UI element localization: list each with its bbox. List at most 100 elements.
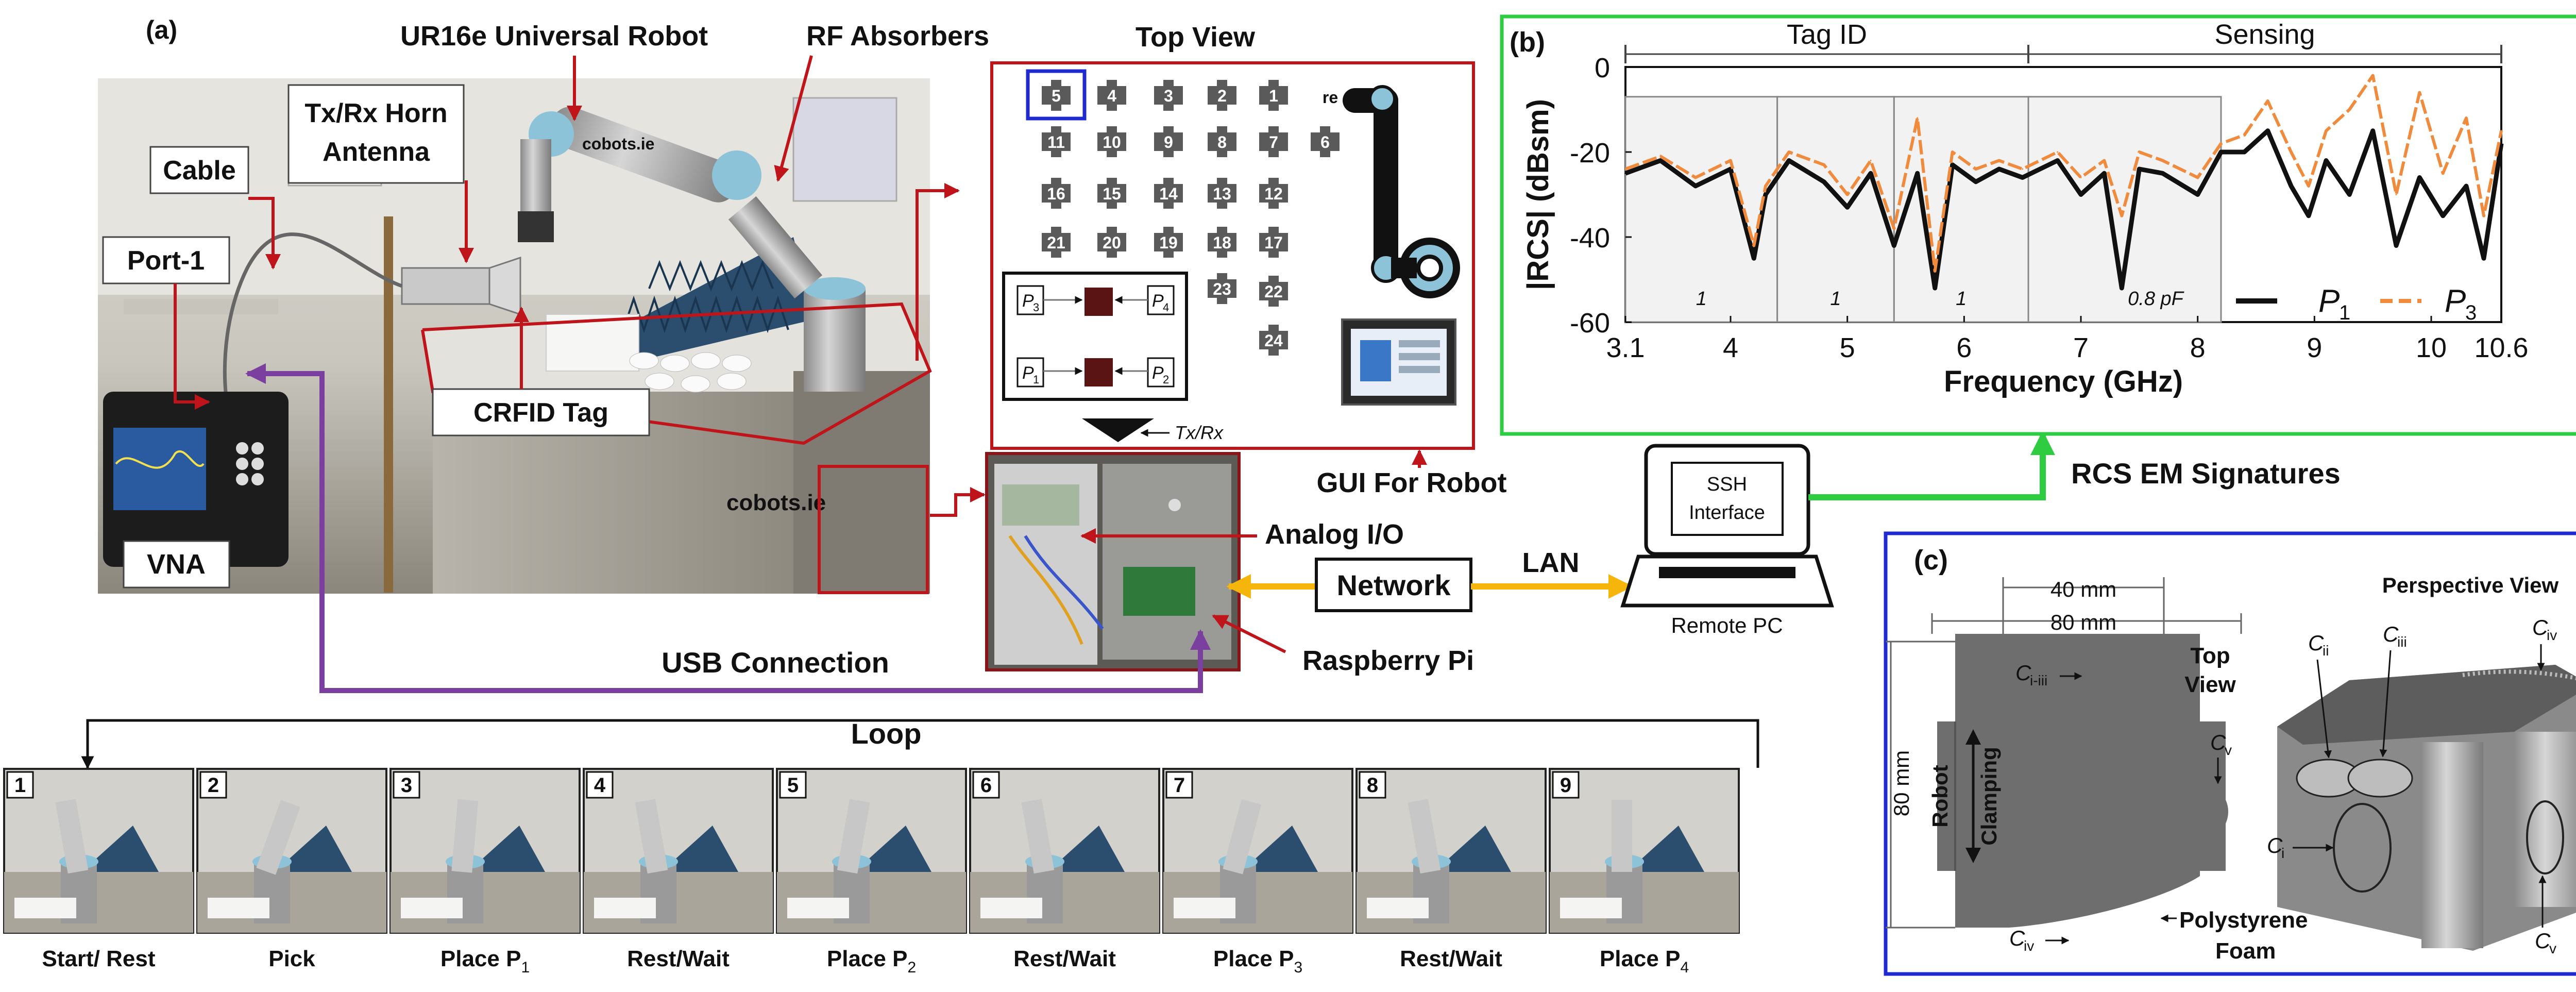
position-marker-18 bbox=[1208, 227, 1236, 258]
cobots-logo-cabinet: cobots.ie bbox=[726, 490, 826, 515]
x-tick-7: 7 bbox=[2073, 332, 2089, 363]
position-label-14: 14 bbox=[1159, 184, 1178, 203]
point-p1-25 bbox=[2243, 151, 2245, 153]
point-p1-10 bbox=[1893, 245, 1895, 246]
label-ur16e: UR16e Universal Robot bbox=[400, 21, 708, 52]
raspberry-pi-board bbox=[1123, 567, 1195, 616]
point-p1-12 bbox=[1934, 287, 1936, 289]
chart-series bbox=[1624, 74, 2504, 291]
point-p3-18 bbox=[2080, 177, 2082, 178]
position-marker-19 bbox=[1154, 227, 1183, 258]
inset-p2: P bbox=[1152, 363, 1164, 383]
point-p3-21 bbox=[2138, 151, 2140, 153]
point-p1-17 bbox=[2057, 160, 2059, 161]
point-p1-37 bbox=[2500, 143, 2502, 144]
inset-p1: P bbox=[1022, 363, 1034, 383]
point-p1-8 bbox=[1846, 206, 1849, 208]
point-p3-20 bbox=[2121, 215, 2123, 217]
legend-p3-sub: 3 bbox=[2465, 301, 2477, 324]
point-p1-27 bbox=[2290, 185, 2292, 187]
ssh-line-2: Interface bbox=[1689, 502, 1765, 524]
x-axis-label: Frequency (GHz) bbox=[1944, 365, 2183, 398]
frame-number-box bbox=[1165, 771, 1193, 799]
point-p3-31 bbox=[2372, 75, 2374, 76]
clamp-label-2: Clamping bbox=[1977, 747, 2001, 845]
frame-number-8: 8 bbox=[1367, 774, 1378, 797]
position-label-1: 1 bbox=[1269, 87, 1278, 105]
point-p3-34 bbox=[2442, 172, 2444, 174]
point-p1-6 bbox=[1788, 160, 1790, 161]
label-horn-1: Tx/Rx Horn bbox=[304, 98, 447, 128]
position-marker-11 bbox=[1042, 126, 1071, 157]
position-marker-17 bbox=[1259, 227, 1288, 258]
point-p1-1 bbox=[1659, 160, 1662, 161]
x-tick-5: 5 bbox=[1840, 332, 1855, 363]
point-p1-13 bbox=[1952, 164, 1954, 166]
position-label-22: 22 bbox=[1264, 282, 1283, 301]
position-marker-6 bbox=[1311, 126, 1340, 157]
top-label-1: Top bbox=[2190, 643, 2230, 668]
frame-number-1: 1 bbox=[14, 774, 26, 797]
network-box bbox=[1315, 558, 1472, 612]
frame-number-7: 7 bbox=[1174, 774, 1185, 797]
point-p1-2 bbox=[1694, 185, 1697, 187]
frame-caption-sub-5: 2 bbox=[907, 959, 916, 976]
point-p3-7 bbox=[1823, 164, 1825, 166]
legend-p1: P bbox=[2318, 283, 2340, 319]
frame-caption-2: Pick bbox=[268, 946, 315, 971]
position-label-12: 12 bbox=[1264, 184, 1283, 203]
frame-caption-8: Rest/Wait bbox=[1400, 946, 1502, 971]
antenna-triangle bbox=[1082, 418, 1154, 442]
point-p1-36 bbox=[2483, 257, 2485, 259]
point-p1-33 bbox=[2418, 177, 2420, 178]
point-p1-19 bbox=[2103, 172, 2105, 174]
resonator-box-4 bbox=[2027, 96, 2222, 323]
point-p3-13 bbox=[1952, 151, 1954, 153]
point-p1-15 bbox=[1998, 168, 2000, 170]
label-rcs-signatures: RCS EM Signatures bbox=[2071, 457, 2341, 490]
y-tick--20: -20 bbox=[1570, 138, 1610, 169]
foam-label-1: Polystyrene bbox=[2179, 907, 2308, 933]
x-tick-4: 4 bbox=[1723, 332, 1738, 363]
frame-caption-4: Rest/Wait bbox=[627, 946, 730, 971]
x-tick-10.6: 10.6 bbox=[2474, 332, 2528, 363]
point-p3-3 bbox=[1730, 160, 1732, 161]
robot-top-icon bbox=[1343, 85, 1460, 298]
legend-p1-sub: 1 bbox=[2339, 301, 2350, 324]
x-tick-8: 8 bbox=[2190, 332, 2206, 363]
position-label-4: 4 bbox=[1107, 87, 1116, 105]
cobots-logo-arm: cobots.ie bbox=[582, 134, 654, 153]
position-marker-12 bbox=[1259, 178, 1288, 209]
resonator-box-3 bbox=[1893, 96, 2029, 323]
c-iv-top: C bbox=[2009, 926, 2025, 950]
position-marker-4 bbox=[1097, 80, 1126, 111]
label-crfid-tag: CRFID Tag bbox=[473, 398, 608, 428]
position-label-24: 24 bbox=[1264, 331, 1283, 350]
position-marker-7 bbox=[1259, 126, 1288, 157]
segment-label-3: 1 bbox=[1956, 288, 1967, 310]
position-label-8: 8 bbox=[1217, 133, 1227, 152]
rest-position-label: re bbox=[1323, 88, 1338, 107]
cable-label-box bbox=[149, 146, 249, 194]
frame-caption-sub-3: 1 bbox=[521, 959, 530, 976]
point-p1-18 bbox=[2080, 194, 2082, 195]
frame-caption-6: Rest/Wait bbox=[1013, 946, 1116, 971]
frame-number-box bbox=[199, 771, 227, 799]
c-i-sub: i bbox=[2281, 845, 2284, 861]
label-rf-absorbers: RF Absorbers bbox=[806, 21, 989, 52]
point-p3-23 bbox=[2197, 177, 2199, 178]
point-p1-20 bbox=[2121, 287, 2123, 289]
position-marker-22 bbox=[1259, 276, 1288, 307]
position-label-23: 23 bbox=[1213, 280, 1231, 298]
frame-number-5: 5 bbox=[787, 774, 799, 797]
c-v-top: C bbox=[2210, 730, 2226, 754]
cabinet-zoom-link bbox=[930, 487, 986, 517]
perspective-title: Perspective View bbox=[2382, 573, 2559, 597]
frame-number-box bbox=[6, 771, 34, 799]
rpi-arrow bbox=[1212, 614, 1286, 653]
label-usb: USB Connection bbox=[662, 646, 889, 679]
